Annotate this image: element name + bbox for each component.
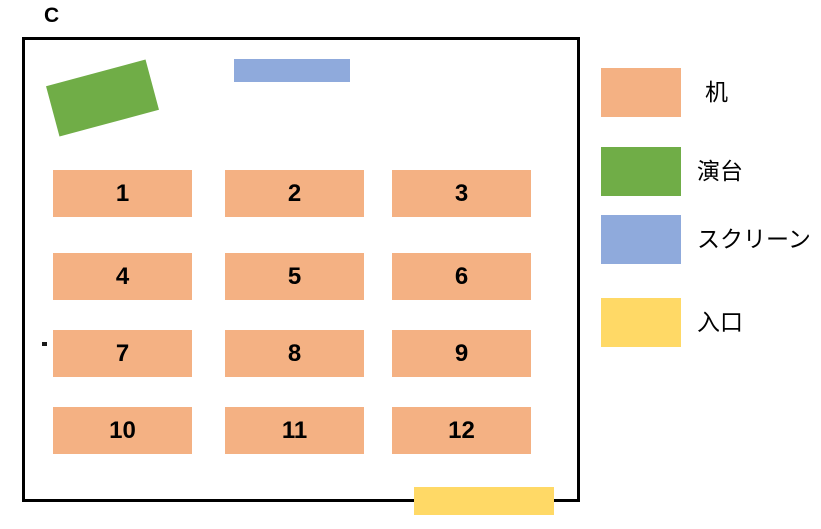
legend-item-entrance: 入口	[601, 298, 821, 347]
entrance-shape	[414, 487, 554, 515]
room-outline	[22, 37, 580, 502]
desk-2: 2	[225, 170, 364, 217]
legend-item-screen: スクリーン	[601, 215, 821, 264]
screen-color-swatch	[601, 215, 681, 264]
page-title: C	[44, 4, 60, 27]
desk-1: 1	[53, 170, 192, 217]
legend-item-desk: 机	[601, 68, 821, 117]
desk-color-swatch	[601, 68, 681, 117]
desk-3: 3	[392, 170, 531, 217]
desk-6: 6	[392, 253, 531, 300]
desk-11: 11	[225, 407, 364, 454]
stray-mark	[42, 342, 47, 346]
desk-5: 5	[225, 253, 364, 300]
entrance-color-swatch	[601, 298, 681, 347]
screen-shape	[234, 59, 350, 82]
legend-label-desk: 机	[705, 79, 728, 105]
desk-10: 10	[53, 407, 192, 454]
desk-8: 8	[225, 330, 364, 377]
legend-label-screen: スクリーン	[697, 226, 811, 252]
desk-4: 4	[53, 253, 192, 300]
legend-item-podium: 演台	[601, 147, 821, 196]
desk-7: 7	[53, 330, 192, 377]
podium-color-swatch	[601, 147, 681, 196]
legend-label-podium: 演台	[697, 158, 743, 184]
desk-9: 9	[392, 330, 531, 377]
legend-label-entrance: 入口	[697, 309, 743, 335]
desk-12: 12	[392, 407, 531, 454]
